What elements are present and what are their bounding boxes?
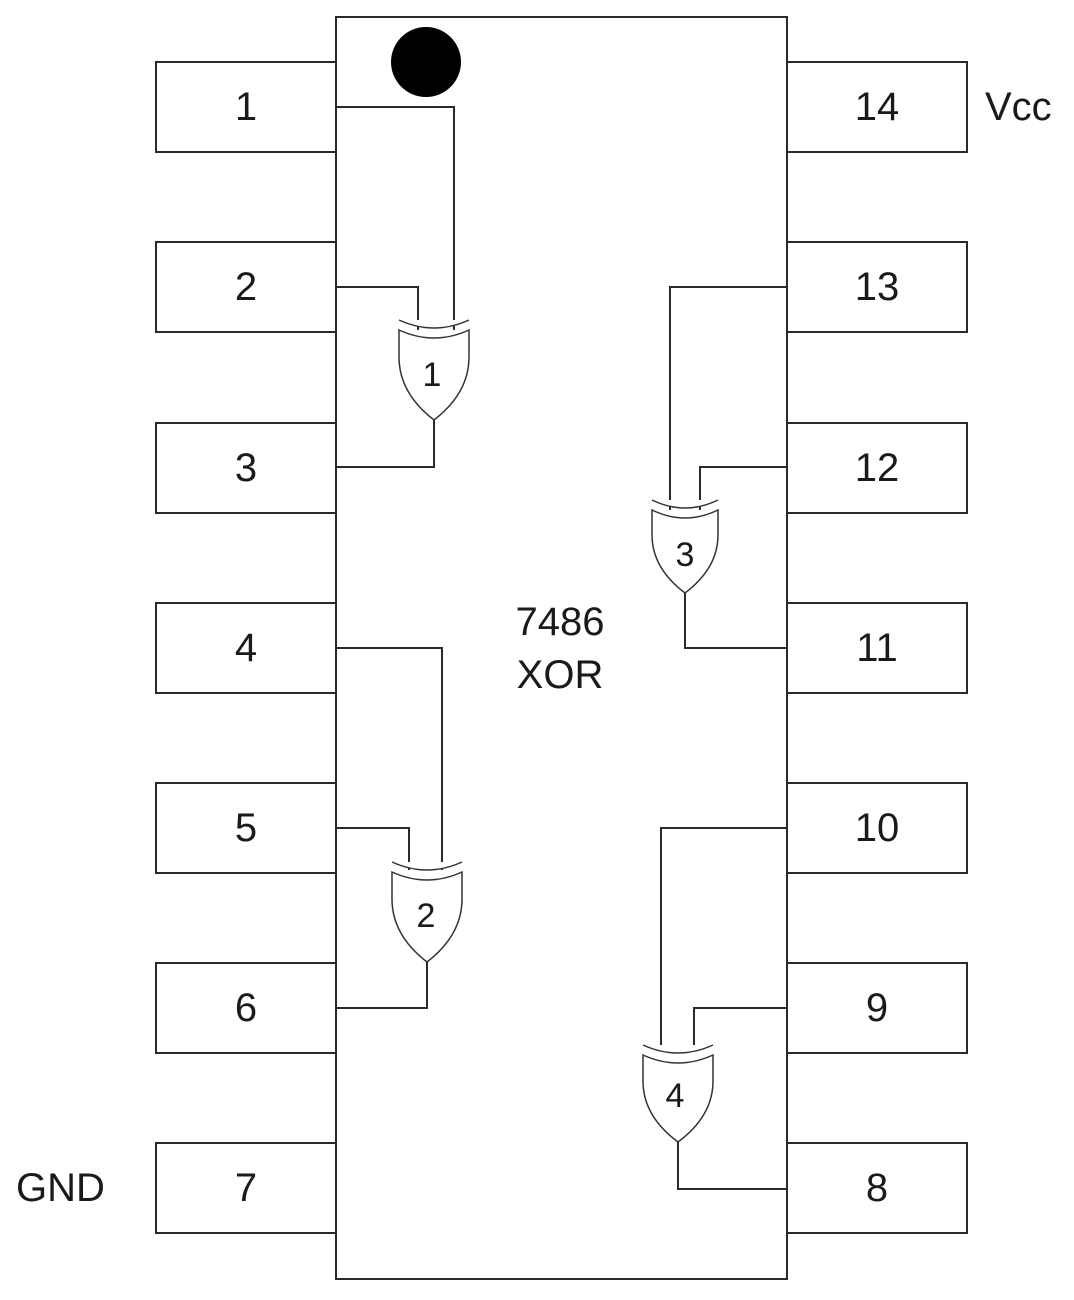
pin-9: 9 [786, 962, 968, 1054]
pin-7: 7 [155, 1142, 337, 1234]
chip-function: XOR [517, 653, 604, 697]
chip-part-number: 7486 [516, 600, 605, 644]
xor-gate-4 [642, 1044, 714, 1143]
pin1-orientation-dot [391, 27, 461, 97]
xor-gate-body [391, 870, 463, 963]
pin-8: 8 [786, 1142, 968, 1234]
pin-3: 3 [155, 422, 337, 514]
pin-number: 5 [235, 806, 257, 850]
gate-1-wires [336, 106, 455, 468]
pin-number: 13 [855, 265, 900, 309]
pin-1: 1 [155, 61, 337, 153]
gate-3-wires [669, 286, 787, 649]
xor-gate-1 [398, 319, 470, 421]
pin-number: 10 [855, 806, 900, 850]
gate-1-label: 1 [423, 356, 442, 394]
gate-3-label: 3 [676, 536, 695, 574]
gate-2-label: 2 [417, 897, 436, 935]
pin-number: 7 [235, 1166, 257, 1210]
pin-10: 10 [786, 782, 968, 874]
pin-number: 12 [855, 446, 900, 490]
xor-gate-input-arc [642, 1044, 714, 1054]
xor-gate-input-arc [391, 861, 463, 871]
pin-4: 4 [155, 602, 337, 694]
pin-number: 2 [235, 265, 257, 309]
pin-5: 5 [155, 782, 337, 874]
xor-gate-body [642, 1053, 714, 1143]
xor-gate-body [651, 508, 719, 594]
pin-13: 13 [786, 241, 968, 333]
pin-number: 11 [856, 626, 898, 670]
pin-2: 2 [155, 241, 337, 333]
xor-gate-input-arc [651, 499, 719, 509]
pin-number: 14 [855, 85, 900, 129]
vcc-label: Vcc [985, 85, 1052, 129]
xor-gate-input-arc [398, 319, 470, 329]
pin-number: 4 [235, 626, 257, 670]
xor-gate-2 [391, 861, 463, 963]
pin-14: 14 [786, 61, 968, 153]
gate-2-wires [336, 647, 443, 1009]
pin-number: 9 [866, 986, 888, 1030]
gnd-label: GND [16, 1166, 105, 1210]
pin-number: 8 [866, 1166, 888, 1210]
pin-6: 6 [155, 962, 337, 1054]
pin-12: 12 [786, 422, 968, 514]
pin-number: 6 [235, 986, 257, 1030]
gate-4-label: 4 [666, 1077, 685, 1115]
xor-gate-3 [651, 499, 719, 594]
pin-number: 3 [235, 446, 257, 490]
pin-number: 1 [235, 85, 257, 129]
pin-11: 11 [786, 602, 968, 694]
gate-4-wires [660, 827, 787, 1190]
xor-gate-body [398, 328, 470, 421]
